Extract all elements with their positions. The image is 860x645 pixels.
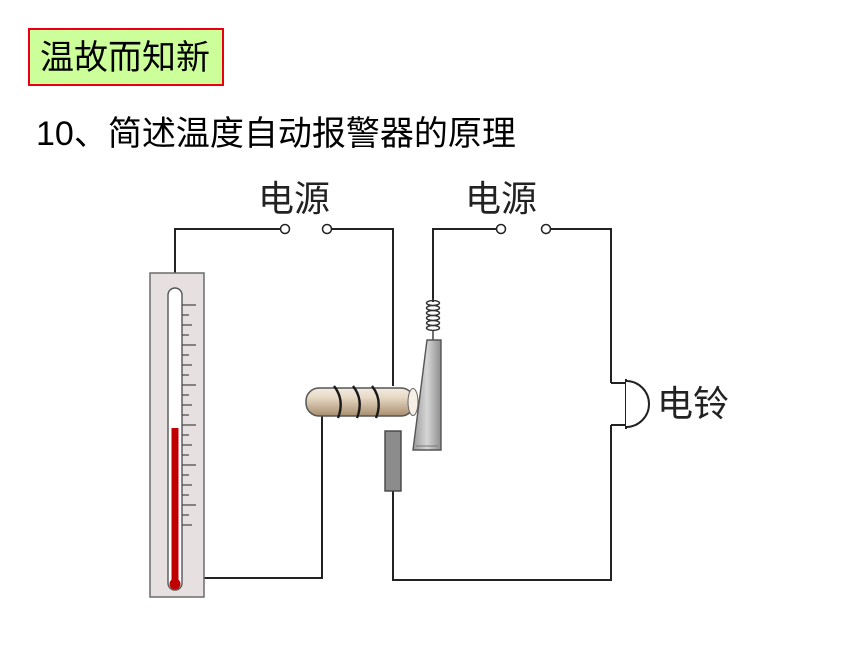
power-terminals-left (279, 223, 333, 235)
power-terminals-right (495, 223, 552, 235)
topic-title: 温故而知新 (28, 28, 224, 86)
contact-block (384, 430, 402, 492)
power-label-left: 电源 (258, 179, 330, 220)
power-label-right: 电源 (465, 179, 537, 220)
bell-label: 电铃 (657, 384, 729, 425)
thermometer (149, 272, 205, 598)
question-separator: 、 (73, 114, 108, 154)
mercury-column (171, 428, 179, 586)
thermometer-scale (182, 304, 196, 526)
question-text: 10、简述温度自动报警器的原理 (36, 112, 516, 156)
electromagnet-coil (333, 385, 380, 419)
question-number: 10 (36, 115, 74, 153)
circuit-wires (174, 228, 612, 581)
spring-icon (425, 298, 441, 340)
armature (412, 339, 442, 451)
bell-icon (611, 379, 650, 429)
question-body: 简述温度自动报警器的原理 (107, 114, 516, 154)
electromagnet (305, 385, 419, 419)
